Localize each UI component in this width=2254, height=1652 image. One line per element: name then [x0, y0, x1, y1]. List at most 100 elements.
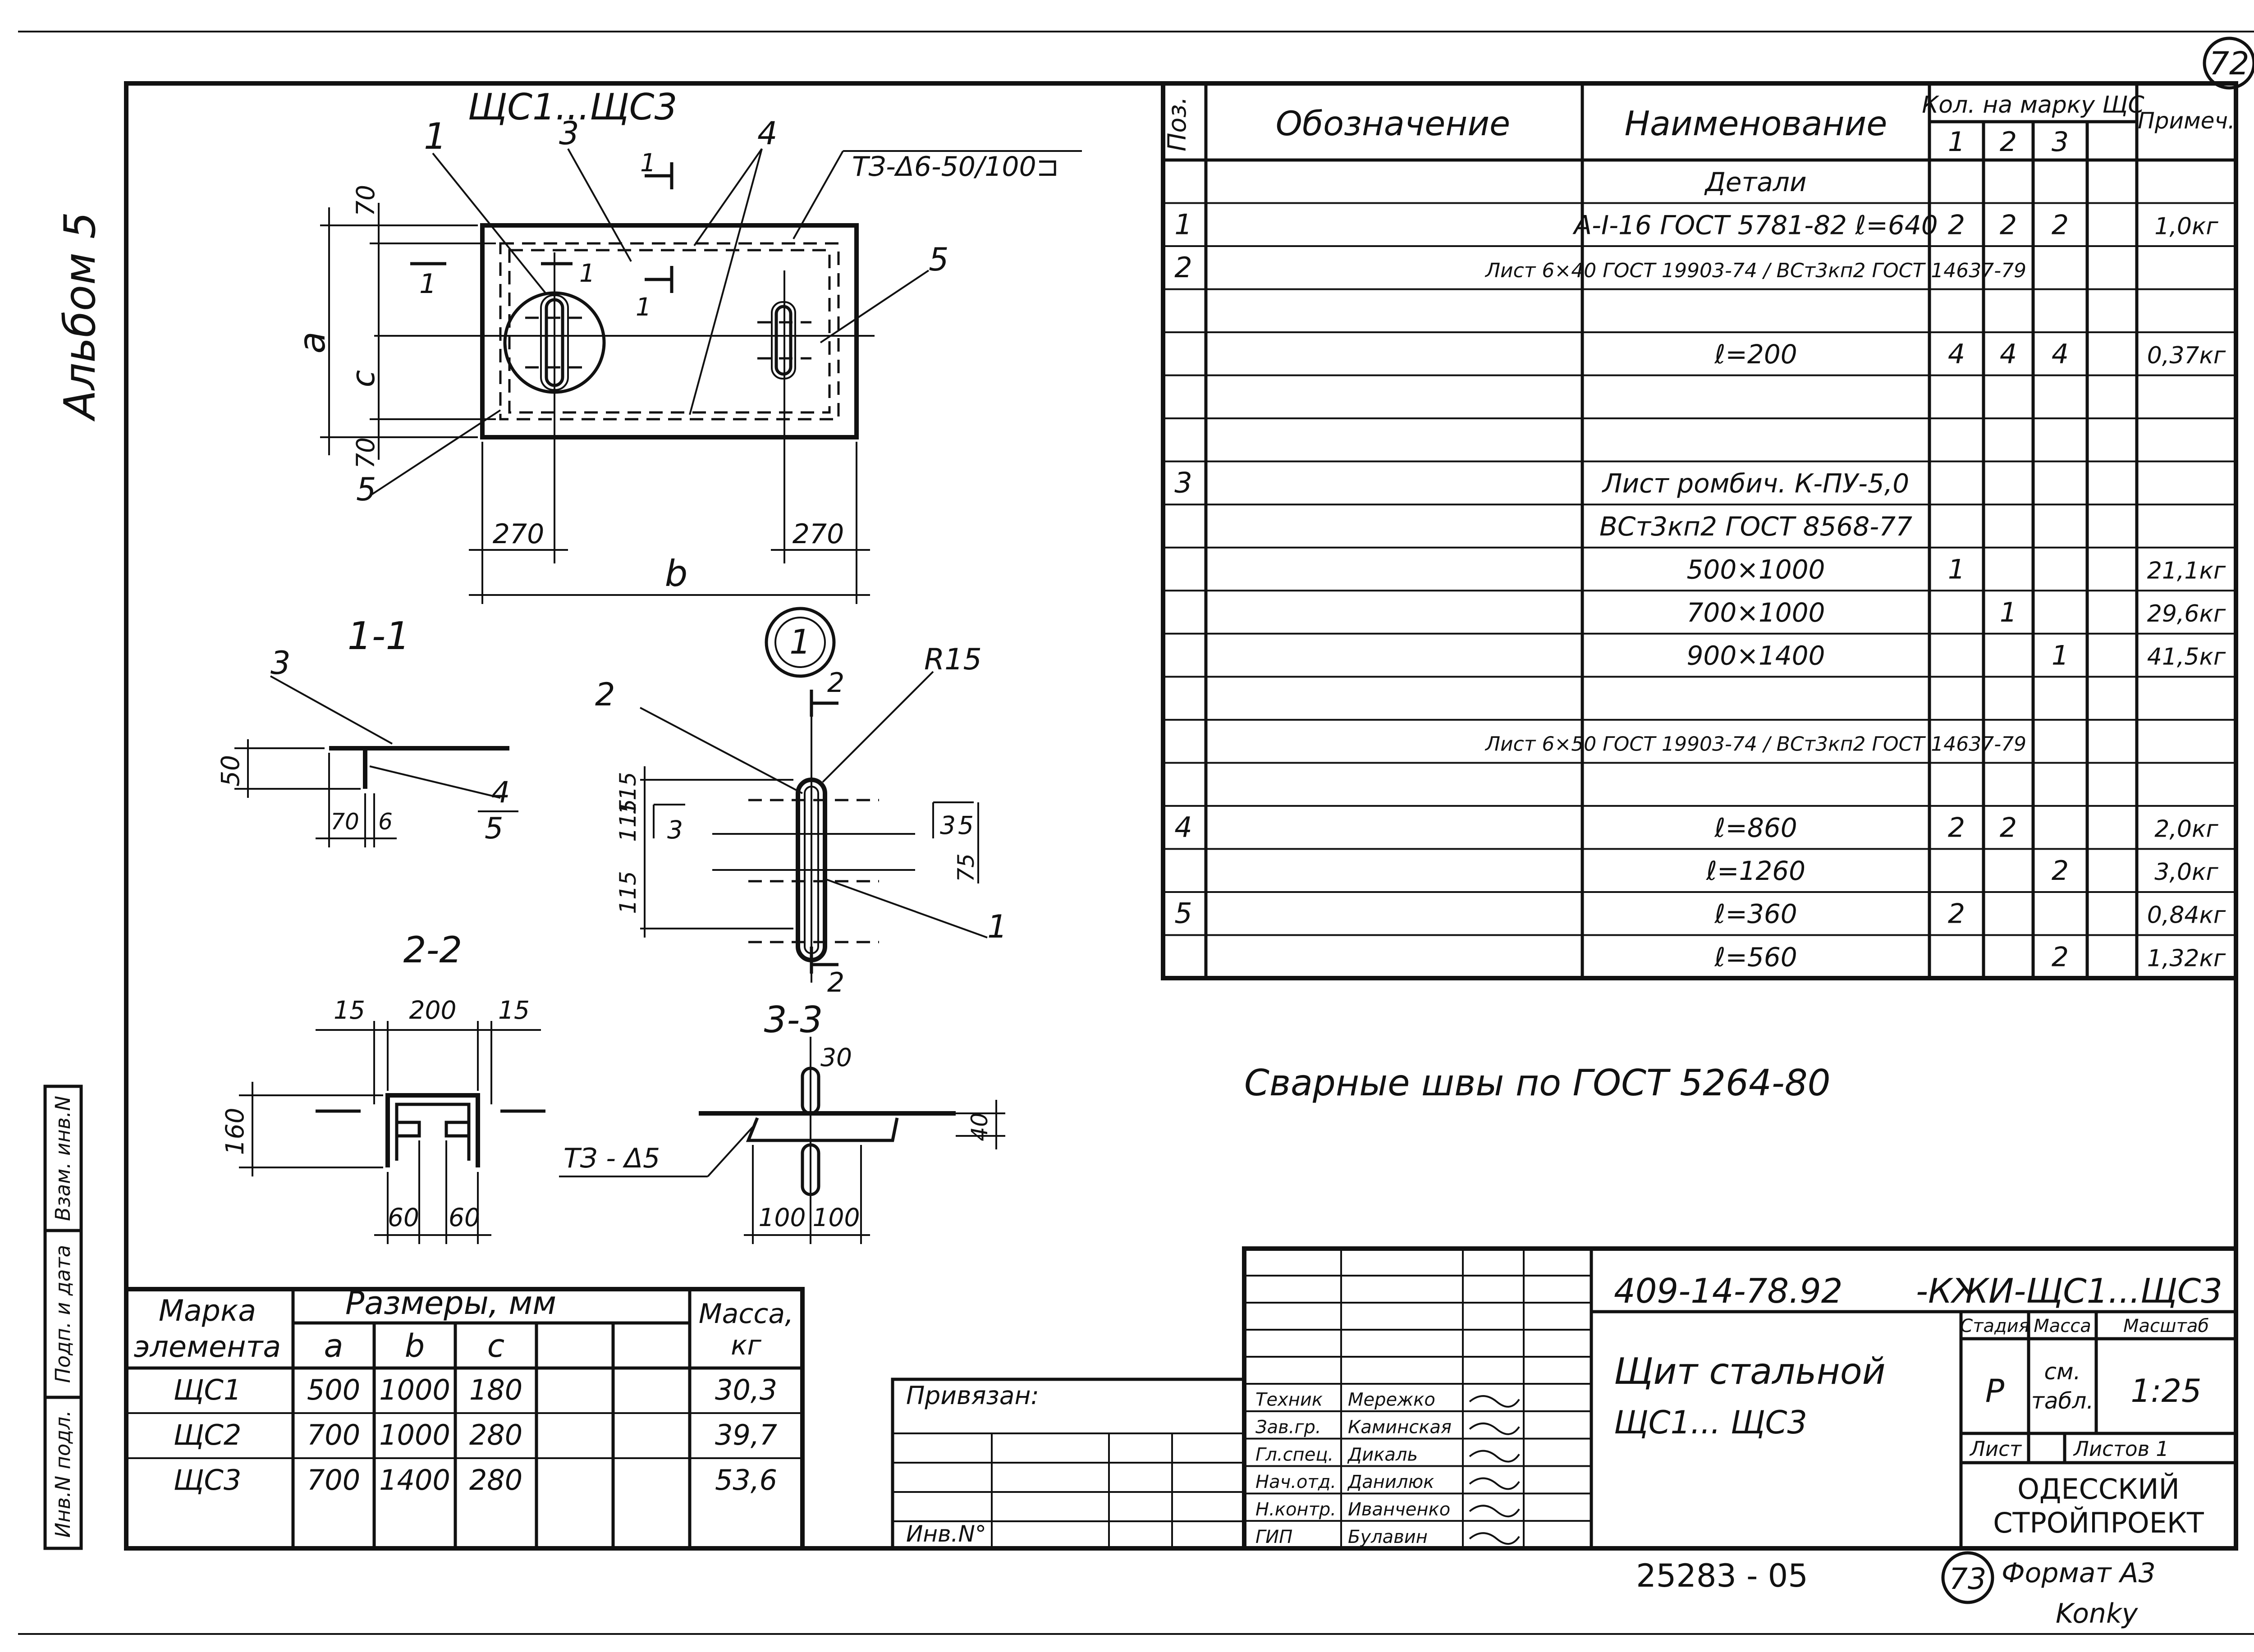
s22-dim-200: 200 [409, 996, 457, 1025]
spec-cell-name: ℓ=1260 [1706, 856, 1805, 886]
spec-cell-note: 29,6кг [2147, 600, 2226, 627]
spec-h-note: Примеч. [2138, 108, 2235, 134]
bottom-signature: Konky [2056, 1598, 2139, 1629]
spec-cell-note: 3,0кг [2154, 859, 2218, 886]
plan-section-mark-1c: 1 [640, 148, 656, 177]
node-1-circle [765, 607, 836, 678]
signature-scribble [1469, 1505, 1520, 1518]
signature-scribble [1469, 1395, 1520, 1408]
plan-title: ЩС1...ЩС3 [468, 86, 678, 128]
plan-callout-3: 3 [559, 115, 579, 152]
node-1-circle-inner [774, 617, 826, 668]
sec11-dim-50: 50 [216, 755, 245, 787]
spec-cell-q3: 2 [2052, 209, 2069, 241]
s22-dim-15-right: 15 [498, 996, 530, 1025]
dims-cell-mass: 30,3 [715, 1373, 777, 1406]
dims-cell-c: 280 [469, 1464, 522, 1496]
node-tag-3-right: 3 [940, 811, 956, 840]
title-mass2: табл. [2031, 1388, 2094, 1414]
linked-block: Привязан: Инв.N° [891, 1377, 1246, 1550]
side-stamp-frame [43, 1085, 83, 1550]
plan-view: ЩС1...ЩС3 a c 70 70 270 [291, 86, 1082, 604]
spec-cell-pos: 3 [1174, 466, 1192, 499]
people-name: Мережко [1348, 1390, 1435, 1410]
s22-dim-60-right: 60 [449, 1203, 480, 1232]
spec-cell-q3: 1 [2052, 640, 2069, 672]
dims-cell-c: 280 [469, 1419, 522, 1451]
dimensions-table: Марка элемента Размеры, мм a b c Масса, … [124, 1285, 805, 1551]
people-name: Каминская [1348, 1417, 1452, 1438]
node-1-detail: 1 2 2 2 R15 1 115 115 115 3 3 [595, 607, 1008, 998]
signature-scribble [1469, 1450, 1520, 1463]
spec-cell-q2: 2 [2000, 812, 2017, 844]
people-name: Булавин [1348, 1527, 1428, 1547]
people-name: Иванченко [1348, 1499, 1450, 1520]
leader-4a [693, 148, 763, 247]
spec-h-q2: 2 [2000, 126, 2017, 158]
dims-cell-mass: 53,6 [715, 1464, 777, 1496]
s33-dim-100-left: 100 [759, 1203, 806, 1232]
plan-callout-5: 5 [929, 241, 949, 278]
spec-cell-q2: 4 [2000, 339, 2017, 370]
s22-dim-160: 160 [220, 1108, 249, 1155]
spec-cell-note: 2,0кг [2154, 816, 2218, 843]
title-sheets-h: Листов 1 [2073, 1437, 2169, 1461]
sec11-callout-4: 4 [491, 776, 510, 810]
section-3-3: 3-3 30 40 100 100 ТЗ - Δ5 [559, 999, 1005, 1244]
spec-cell-note: 1,32кг [2147, 945, 2226, 972]
dim-70-top: 70 [351, 185, 380, 216]
spec-cell-q1: 2 [1948, 898, 1965, 930]
spec-cell-note: 1,0кг [2154, 213, 2218, 240]
signature-scribble [1469, 1477, 1520, 1490]
welding-note: Сварные швы по ГОСТ 5264-80 [1244, 1062, 1831, 1104]
dims-h-a: a [324, 1327, 344, 1364]
spec-cell-note: 0,37кг [2147, 342, 2226, 369]
node-dim-115-b: 115 [615, 799, 641, 842]
dims-h-c: c [487, 1327, 505, 1364]
people-role: Зав.гр. [1255, 1417, 1321, 1438]
spec-cell-pos: 2 [1174, 251, 1192, 284]
dim-270-right: 270 [793, 518, 844, 550]
dims-cell-b: 1000 [379, 1373, 450, 1406]
dim-c: c [345, 370, 382, 388]
spec-h-name: Наименование [1625, 104, 1887, 143]
node-dim-115-a: 115 [615, 772, 641, 815]
sec11-leader-3 [270, 675, 393, 745]
leader-5 [820, 270, 930, 343]
spec-cell-name: А-I-16 ГОСТ 5781-82 ℓ=640 [1572, 210, 1938, 240]
spec-cell-name: Детали [1704, 167, 1806, 197]
side-inv-orig: Инв.N подл. [51, 1410, 75, 1538]
channel-lip-right [444, 1121, 469, 1138]
dims-cell-mark: ЩС1 [174, 1373, 242, 1406]
dim-a: a [291, 331, 333, 353]
dims-h-mass: Масса, [699, 1298, 793, 1330]
sec11-dim-70: 70 [330, 809, 359, 835]
spec-cell-name: ℓ=200 [1714, 339, 1797, 370]
people-role: Нач.отд. [1255, 1472, 1336, 1492]
dim-b: b [665, 553, 688, 595]
node-cut-mark-top: 2 [827, 667, 844, 699]
s33-rib [746, 1117, 899, 1142]
plan-callout-4: 4 [757, 115, 778, 152]
section-3-3-title: 3-3 [764, 999, 823, 1041]
dims-h-mark2: элемента [134, 1330, 281, 1364]
spec-cell-name: Лист 6×40 ГОСТ 19903-74 / ВСт3кп2 ГОСТ 1… [1484, 259, 2026, 282]
title-frame [1242, 1246, 2238, 1551]
leader-5-left [369, 409, 501, 497]
channel-inner [395, 1103, 471, 1161]
spec-cell-name: ℓ=360 [1714, 899, 1797, 929]
dim-70-bottom: 70 [351, 437, 380, 469]
spec-cell-pos: 1 [1174, 208, 1192, 241]
people-name: Данилюк [1347, 1472, 1434, 1492]
plan-inner-frame [499, 242, 840, 421]
specification-table: Поз. Обозначение Наименование Кол. на ма… [1161, 81, 2238, 980]
spec-cell-pos: 5 [1174, 897, 1192, 930]
sec11-callout-3: 3 [270, 645, 291, 682]
dims-cell-a: 700 [307, 1419, 360, 1451]
signature-scribble [1469, 1423, 1520, 1435]
title-object-name: Щит стальной [1614, 1350, 1886, 1392]
spec-h-q1: 1 [1948, 126, 1965, 158]
dims-cell-mass: 39,7 [715, 1419, 777, 1451]
title-org2: СТРОЙПРОЕКТ [1993, 1506, 2204, 1539]
sec11-callout-5: 5 [485, 812, 503, 846]
